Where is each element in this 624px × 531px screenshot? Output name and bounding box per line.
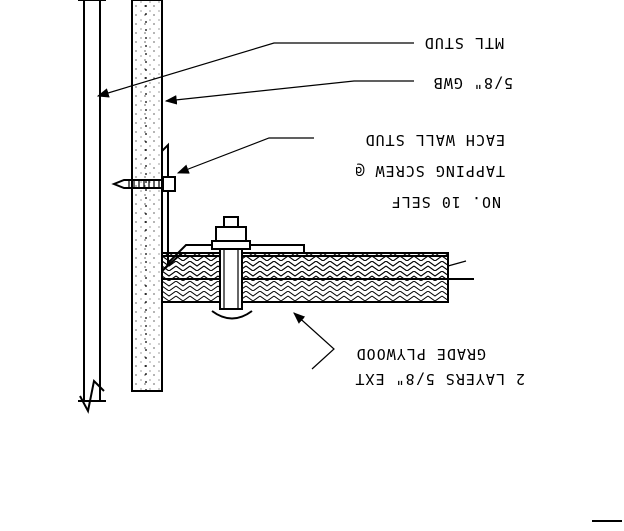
gwb-board: [131, 0, 163, 392]
self-tapping-screw: [111, 176, 176, 192]
label-screw-line-3: EACH WALL STUD: [365, 131, 505, 149]
label-mtl-stud: MTL STUD: [424, 34, 504, 52]
label-screw-line-1: NO. 10 SELF: [391, 193, 501, 211]
leader-lines: [96, 42, 467, 370]
label-screw-line-2: TAPPING SCREW @: [355, 162, 505, 180]
label-gwb: 5/8" GWB: [433, 74, 513, 92]
label-plywood-line-2: GRADE PLYWOOD: [356, 345, 486, 363]
plywood-layers: [161, 252, 474, 303]
bolt-assembly: [211, 216, 253, 320]
label-plywood-line-1: 2 LAYERS 5/8" EXT: [354, 370, 525, 388]
metal-stud: [78, 0, 106, 414]
annotation-labels: MTL STUD 5/8" GWB EACH WALL STUD TAPPING…: [354, 34, 525, 388]
